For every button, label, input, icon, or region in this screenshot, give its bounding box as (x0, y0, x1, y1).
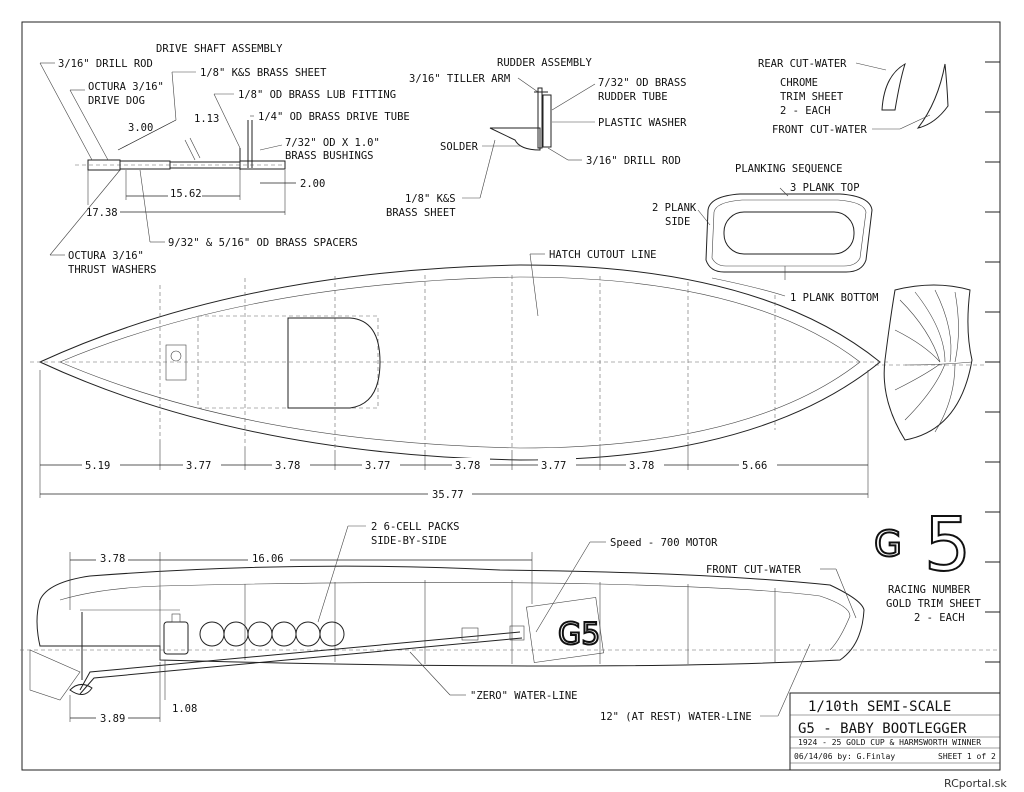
label-plank-side-1: 2 PLANK (652, 202, 697, 214)
label-packs-1: 2 6-CELL PACKS (371, 521, 460, 533)
label-rest-waterline: 12" (AT REST) WATER-LINE (600, 711, 752, 723)
label-zero-waterline: "ZERO" WATER-LINE (470, 690, 577, 702)
label-plank-bottom: 1 PLANK BOTTOM (790, 292, 879, 304)
label-racing-number-3: 2 - EACH (914, 612, 965, 624)
label-tiller-arm: 3/16" TILLER ARM (409, 73, 510, 85)
label-spacers: 9/32" & 5/16" OD BRASS SPACERS (168, 237, 358, 249)
drive-shaft-assembly: DRIVE SHAFT ASSEMBLY 3/16" DRILL ROD OCT… (39, 43, 410, 276)
label-motor: Speed - 700 MOTOR (610, 537, 718, 549)
dim-3-00: 3.00 (128, 122, 153, 134)
rear-cut-water-shape (881, 62, 906, 111)
dim-plan-4: 3.77 (365, 460, 390, 472)
front-cut-water-shape (916, 63, 949, 129)
dim-1-08: 1.08 (172, 703, 197, 715)
label-front-cut-water-side: FRONT CUT-WATER (706, 564, 802, 576)
motor-box (526, 597, 604, 663)
label-lub-fitting: 1/8" OD BRASS LUB FITTING (238, 89, 396, 101)
title-subtitle: 1924 - 25 GOLD CUP & HARMSWORTH WINNER (798, 738, 981, 747)
label-brass-sheet: 1/8" K&S BRASS SHEET (200, 67, 327, 79)
dim-15-62: 15.62 (170, 188, 202, 200)
plan-dimensions: 5.19 3.77 3.78 3.77 3.78 3.77 3.78 5.66 … (39, 370, 869, 501)
cut-water-detail: REAR CUT-WATER CHROME TRIM SHEET 2 - EAC… (758, 58, 949, 136)
dim-plan-5: 3.78 (455, 460, 480, 472)
label-rudder-tube-2: RUDDER TUBE (598, 91, 668, 103)
drive-shaft-title: DRIVE SHAFT ASSEMBLY (156, 43, 283, 55)
label-hatch-cutout: HATCH CUTOUT LINE (549, 249, 656, 261)
rudder-assembly: RUDDER ASSEMBLY 3/16" TILLER ARM 7/32" O… (386, 57, 687, 219)
label-bushings-2: BRASS BUSHINGS (285, 150, 374, 162)
label-drive-dog-1: OCTURA 3/16" (88, 81, 164, 93)
label-rudder-sheet-1: 1/8" K&S (405, 193, 456, 205)
label-drive-dog-2: DRIVE DOG (88, 95, 145, 107)
racing-number: G 5 RACING NUMBER GOLD TRIM SHEET 2 - EA… (873, 501, 982, 624)
drawing-border (21, 21, 1001, 771)
dim-plan-1: 5.19 (85, 460, 110, 472)
title-block: 1/10th SEMI-SCALE G5 - BABY BOOTLEGGER 1… (789, 692, 1001, 771)
rudder-side (29, 649, 81, 701)
label-rear-cut-water: REAR CUT-WATER (758, 58, 847, 70)
dim-plan-3: 3.78 (275, 460, 300, 472)
side-view: G5 3.78 16.06 2 6-CELL PACKS SIDE-BY-SID… (20, 521, 1000, 725)
dim-1-13: 1.13 (194, 113, 219, 125)
label-drive-tube: 1/4" OD BRASS DRIVE TUBE (258, 111, 410, 123)
label-packs-2: SIDE-BY-SIDE (371, 535, 447, 547)
label-chrome-2: TRIM SHEET (780, 91, 844, 103)
planking-title: PLANKING SEQUENCE (735, 163, 842, 175)
dim-plan-2: 3.77 (186, 460, 211, 472)
hatch-cutout (197, 315, 379, 409)
label-rudder-sheet-2: BRASS SHEET (386, 207, 456, 219)
label-thrust-2: THRUST WASHERS (68, 264, 157, 276)
label-drill-rod: 3/16" DRILL ROD (58, 58, 153, 70)
hull-number-side: G5 (558, 617, 600, 652)
title-scale: 1/10th SEMI-SCALE (808, 699, 951, 715)
planking-sequence: PLANKING SEQUENCE 3 PLANK TOP 2 PLANK SI… (652, 163, 879, 304)
label-plank-side-2: SIDE (665, 216, 690, 228)
label-rudder-drill-rod: 3/16" DRILL ROD (586, 155, 681, 167)
dim-plan-8: 5.66 (742, 460, 767, 472)
label-chrome-3: 2 - EACH (780, 105, 831, 117)
dim-plan-7: 3.78 (629, 460, 654, 472)
racing-number-five: 5 (924, 502, 971, 588)
cockpit (287, 317, 381, 409)
label-front-cut-water: FRONT CUT-WATER (772, 124, 868, 136)
label-plastic-washer: PLASTIC WASHER (598, 117, 687, 129)
hull-outline-side (36, 565, 865, 667)
dim-3-78-side: 3.78 (100, 553, 125, 565)
label-rudder-tube-1: 7/32" OD BRASS (598, 77, 687, 89)
label-thrust-1: OCTURA 3/16" (68, 250, 144, 262)
label-racing-number-2: GOLD TRIM SHEET (886, 598, 982, 610)
title-sheet: SHEET 1 of 2 (938, 752, 996, 761)
label-racing-number-1: RACING NUMBER (888, 584, 971, 596)
plan-view: HATCH CUTOUT LINE (30, 249, 890, 461)
dim-overall-length: 35.77 (432, 489, 464, 501)
border-ticks (985, 61, 1000, 663)
dim-16-06: 16.06 (252, 553, 284, 565)
label-solder: SOLDER (440, 141, 479, 153)
title-name: G5 - BABY BOOTLEGGER (798, 721, 967, 737)
drive-shaft-side (79, 631, 521, 691)
dim-plan-6: 3.77 (541, 460, 566, 472)
dim-2-00: 2.00 (300, 178, 325, 190)
label-plank-top: 3 PLANK TOP (790, 182, 860, 194)
bow-view (875, 284, 985, 441)
dim-17-38: 17.38 (86, 207, 118, 219)
rudder-title: RUDDER ASSEMBLY (497, 57, 593, 69)
title-date: 06/14/06 by: G.Finlay (794, 752, 895, 761)
dim-3-89: 3.89 (100, 713, 125, 725)
racing-letter-g: G (874, 524, 902, 565)
label-bushings-1: 7/32" OD X 1.0" (285, 137, 380, 149)
watermark: RCportal.sk (944, 777, 1007, 790)
label-chrome-1: CHROME (780, 77, 818, 89)
